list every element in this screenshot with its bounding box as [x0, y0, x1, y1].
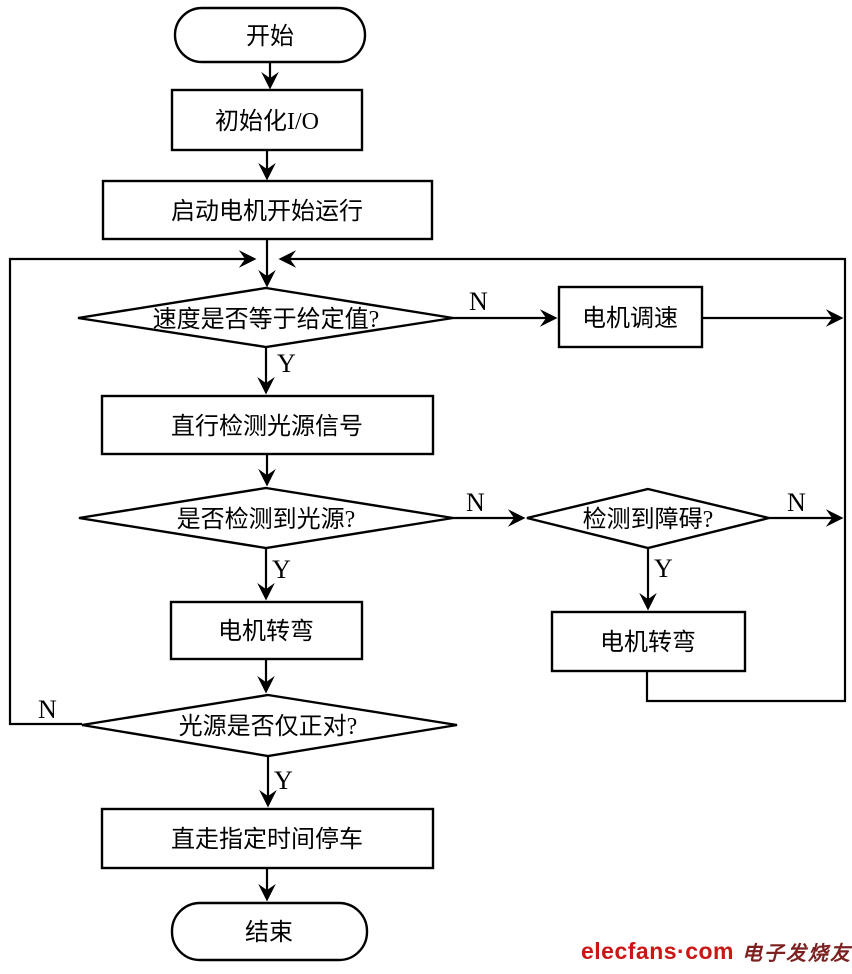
- go-straight-label: 直行检测光源信号: [171, 413, 363, 440]
- light-check-diamond: [78, 486, 454, 550]
- edge-loop-left-facingcheck-n: [8, 250, 257, 726]
- init-io-label: 初始化I/O: [215, 108, 319, 135]
- motor-speed-shape: [557, 285, 704, 349]
- stop-run-shape: [100, 807, 435, 870]
- obstacle-check-diamond: [526, 487, 770, 550]
- edges: [8, 62, 847, 902]
- node-light-check: 是否检测到光源?: [78, 486, 454, 550]
- watermark: elecfans·com 电子发烧友: [581, 934, 852, 968]
- start-motor-shape: [101, 179, 434, 241]
- motor-speed-label: 电机调速: [582, 305, 678, 332]
- start-motor-label: 启动电机开始运行: [171, 198, 363, 225]
- branch-label-obstaclecheck-n: N: [787, 488, 806, 517]
- init-io-shape: [170, 88, 364, 152]
- node-end: 结束: [170, 901, 369, 962]
- node-obstacle-check: 检测到障碍?: [526, 487, 770, 550]
- branch-label-obstaclecheck-y: Y: [654, 554, 673, 583]
- end-terminal-shape: [170, 901, 369, 962]
- edge-loop-right-return: [278, 250, 847, 703]
- motor-turn-left-shape: [169, 600, 364, 661]
- facing-check-label: 光源是否仅正对?: [179, 713, 358, 740]
- obstacle-check-label: 检测到障碍?: [583, 506, 714, 533]
- node-motor-speed: 电机调速: [557, 285, 704, 349]
- motor-turn-right-label: 电机转弯: [600, 629, 696, 656]
- go-straight-shape: [100, 394, 435, 456]
- node-motor-turn-right: 电机转弯: [550, 610, 747, 673]
- speed-check-diamond: [77, 286, 454, 349]
- start-terminal-shape: [173, 6, 367, 64]
- node-start-motor: 启动电机开始运行: [101, 179, 434, 241]
- elecfans-logo: elecfans·com: [580, 937, 734, 964]
- branch-label-lightcheck-n: N: [466, 488, 485, 517]
- branch-label-speedcheck-n: N: [469, 287, 488, 316]
- branch-labels: N Y N N Y Y N Y: [38, 287, 806, 795]
- node-facing-check: 光源是否仅正对?: [81, 693, 458, 758]
- stop-run-label: 直走指定时间停车: [171, 826, 363, 853]
- branch-label-facingcheck-y: Y: [274, 766, 293, 795]
- branch-label-speedcheck-y: Y: [277, 349, 296, 378]
- motor-turn-left-label: 电机转弯: [218, 618, 314, 645]
- end-label: 结束: [245, 919, 293, 946]
- node-speed-check: 速度是否等于给定值?: [77, 286, 454, 349]
- facing-check-diamond: [81, 693, 458, 758]
- light-check-label: 是否检测到光源?: [177, 506, 356, 533]
- nodes: 开始 初始化I/O 启动电机开始运行 速度是否等于给定值? 电机调速 直行检测光: [77, 6, 770, 962]
- node-motor-turn-left: 电机转弯: [169, 600, 364, 661]
- motor-turn-right-shape: [550, 610, 747, 673]
- node-go-straight: 直行检测光源信号: [100, 394, 435, 456]
- node-init-io: 初始化I/O: [170, 88, 364, 152]
- start-label: 开始: [246, 23, 294, 50]
- branch-label-lightcheck-y: Y: [272, 555, 291, 584]
- node-stop-run: 直走指定时间停车: [100, 807, 435, 870]
- branch-label-facingcheck-n: N: [38, 695, 57, 724]
- node-start: 开始: [173, 6, 367, 64]
- speed-check-label: 速度是否等于给定值?: [153, 306, 380, 333]
- elecfans-logo-chinese: 电子发烧友: [742, 942, 852, 965]
